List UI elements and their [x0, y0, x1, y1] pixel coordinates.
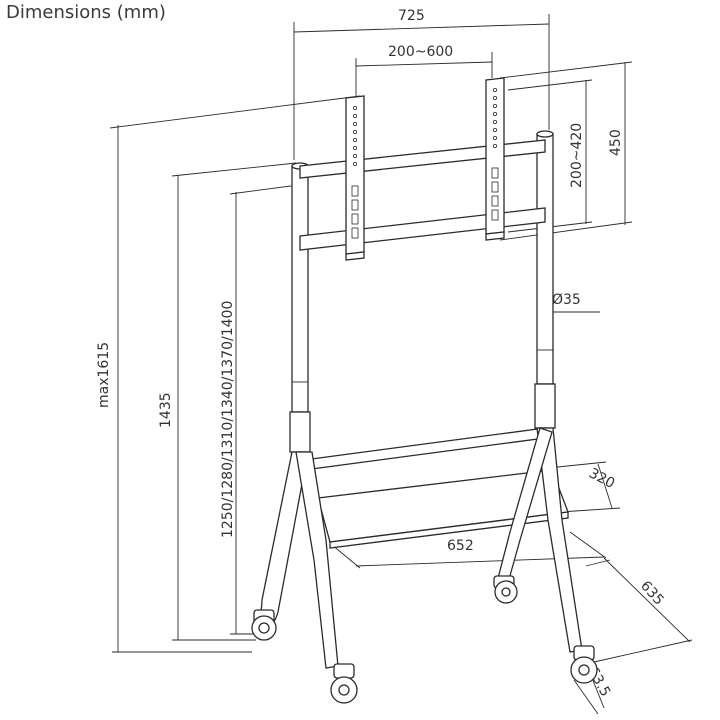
label-vesa-height: 200~420 [569, 123, 585, 188]
label-bracket-height: 450 [608, 129, 624, 156]
label-height-1435: 1435 [158, 392, 174, 428]
dim-height-options: 1250/1280/1310/1340/1370/1400 [220, 183, 307, 635]
right-pole [534, 130, 556, 429]
label-pole-diameter: Ø35 [552, 292, 581, 308]
right-mount-bracket [485, 77, 505, 241]
left-mount-bracket [345, 95, 365, 261]
left-pole [289, 162, 311, 453]
label-base-depth: 635 [637, 578, 667, 609]
label-max-height: max1615 [96, 342, 112, 408]
label-height-options: 1250/1280/1310/1340/1370/1400 [220, 301, 236, 538]
diagram-title: Dimensions (mm) [6, 2, 166, 23]
right-bracket-holes [491, 88, 499, 221]
dim-height-1435: 1435 [158, 162, 297, 641]
caster-front-right [570, 645, 598, 684]
dim-base-depth: 635 [585, 557, 693, 663]
caster-front-left [251, 609, 277, 641]
dim-max-height: max1615 [96, 95, 361, 653]
dim-shelf-width: 652 [331, 531, 607, 569]
cross-bars [299, 139, 546, 471]
label-shelf-width: 652 [447, 538, 474, 554]
label-vesa-width: 200~600 [388, 44, 453, 60]
dim-overall-width: 725 [293, 8, 550, 160]
caster-rear-left [330, 663, 358, 704]
caster-rear-right [493, 575, 518, 604]
dim-vesa-width: 200~600 [355, 44, 493, 96]
left-bracket-holes [351, 106, 359, 239]
front-right-leg [495, 427, 583, 653]
label-shelf-depth: 320 [586, 465, 617, 492]
label-overall-width: 725 [398, 8, 425, 24]
